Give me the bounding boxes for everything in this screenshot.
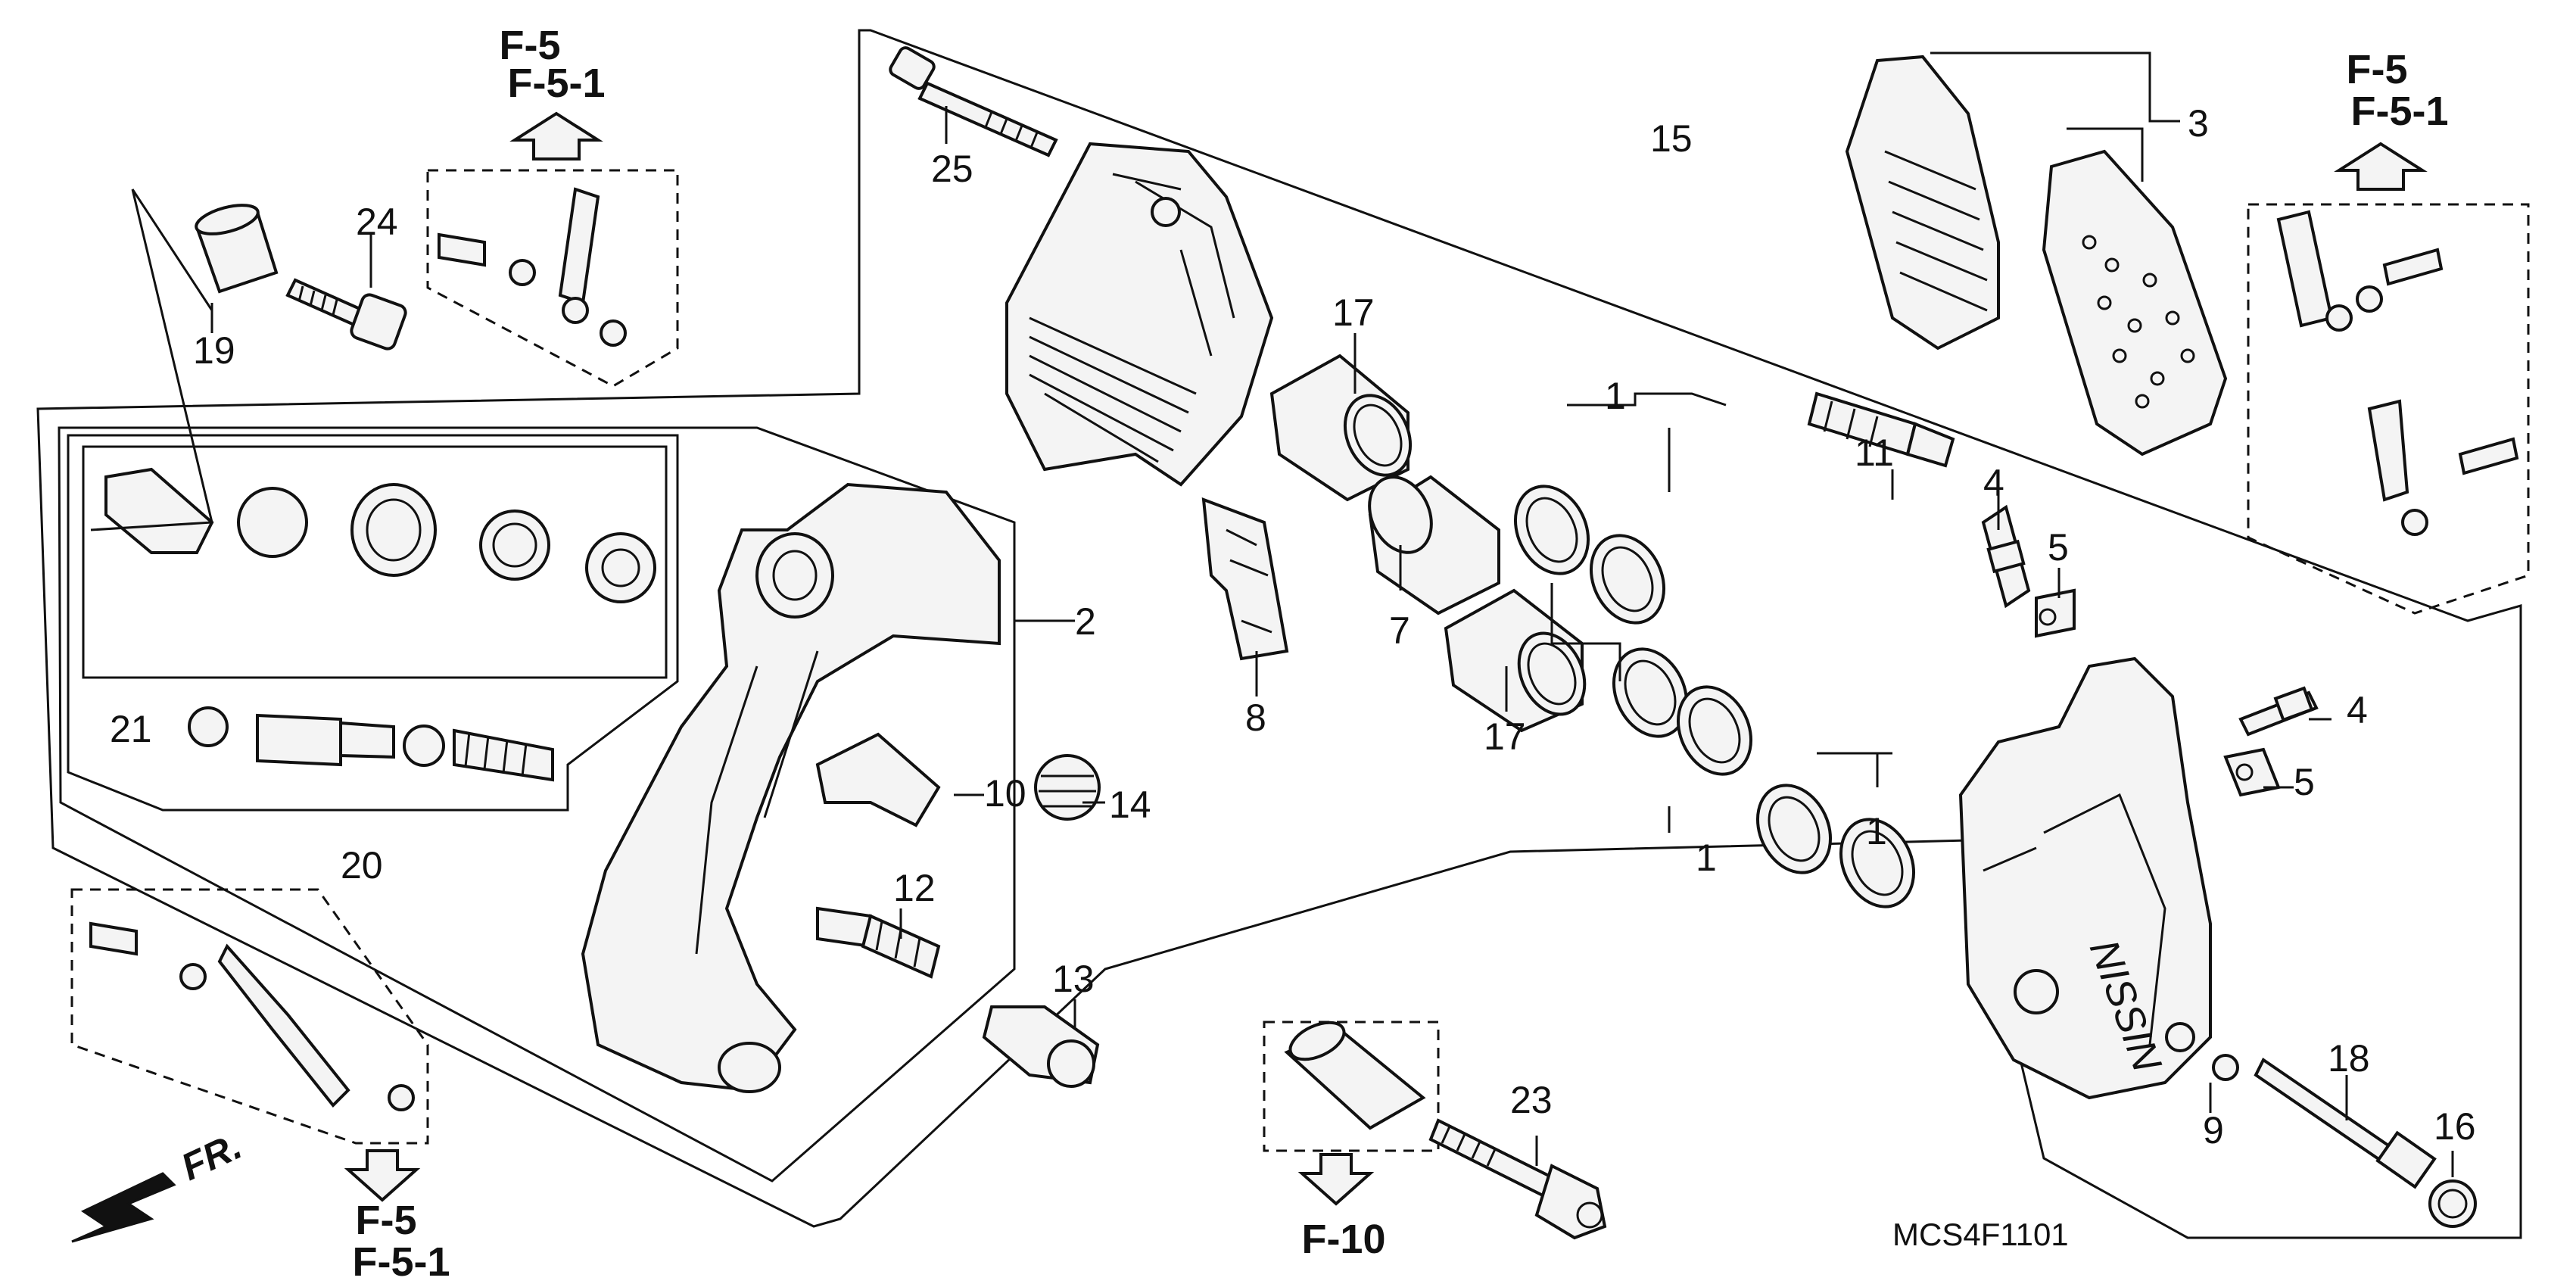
- callout-19: 19: [193, 329, 235, 372]
- part-5-cap-upper: [2035, 588, 2076, 638]
- callout-13: 13: [1052, 958, 1095, 1000]
- part-hose-fitting-bottom-left: [89, 921, 415, 1111]
- part-20-valve-assy: [188, 706, 554, 782]
- ref-top-left-line-2: F-5-1: [507, 61, 605, 106]
- assembly-outline-15: [36, 29, 2522, 1239]
- ref-top-left: F-5 F-5-1: [500, 23, 606, 160]
- callout-17: 17: [1332, 291, 1375, 334]
- callouts: 1 1 1 2 3 4 4 5 5 7 8 9 10 11 12 13 14 1…: [110, 102, 2476, 1151]
- up-arrow-icon: [509, 111, 603, 160]
- callout-21: 21: [110, 708, 152, 750]
- part-caliper-cover: [1005, 142, 1274, 487]
- ref-box-bottom-center: [1263, 1021, 1440, 1152]
- part-19-sleeve: [195, 204, 279, 294]
- part-caliper-body: NISSIN: [1958, 656, 2212, 1100]
- down-arrow-icon: [344, 1149, 421, 1202]
- part-hose-fitting-top-left: [438, 187, 627, 347]
- ref-top-right-line-1: F-5: [2347, 47, 2408, 92]
- part-4-bleeder-right: [2238, 686, 2319, 737]
- callout-20: 20: [341, 844, 383, 887]
- ref-bottom-left-line-2: F-5-1: [352, 1239, 450, 1285]
- callout-7: 7: [1389, 609, 1410, 652]
- callout-9: 9: [2203, 1109, 2224, 1151]
- part-hose-fitting-top-right: [2276, 210, 2519, 536]
- part-16-plug: [2428, 1179, 2477, 1228]
- ref-bottom-center: F-10: [1297, 1153, 1386, 1262]
- assembly-outline-2: [58, 426, 1016, 1183]
- ref-box-top-right: [2247, 203, 2530, 615]
- part-23-bolt: [1428, 1118, 1607, 1240]
- ref-top-left-line-1: F-5: [500, 23, 561, 68]
- ref-top-right-line-2: F-5-1: [2350, 89, 2448, 134]
- callout-8: 8: [1245, 696, 1266, 739]
- callout-4: 4: [1983, 462, 2004, 504]
- callout-11: 11: [1855, 432, 1894, 474]
- part-21-piston-assy: [104, 467, 656, 603]
- part-14-boot: [1034, 754, 1101, 821]
- callout-2: 2: [1075, 600, 1096, 643]
- callout-5: 5: [2294, 761, 2315, 803]
- part-4-bleeder-upper: [1981, 504, 2031, 609]
- part-13-pin: [982, 1005, 1100, 1088]
- diagram-code: MCS4F1101: [1892, 1217, 2069, 1252]
- callout-14: 14: [1109, 784, 1151, 826]
- part-17-piston-upper: [1269, 354, 1413, 502]
- ref-top-right: F-5 F-5-1: [2334, 47, 2449, 191]
- part-8-clip: [1201, 497, 1289, 661]
- part-7-piston: [1368, 475, 1500, 615]
- callout-1: 1: [1605, 375, 1626, 417]
- callout-12: 12: [893, 867, 936, 909]
- callout-25: 25: [931, 148, 973, 190]
- ref-box-bottom-left: [70, 888, 429, 1145]
- ref-bottom-left: F-5 F-5-1: [344, 1149, 450, 1285]
- part-1-seal-set: [1513, 485, 1916, 908]
- callout-1: 1: [1696, 837, 1717, 879]
- ref-bottom-left-line-1: F-5: [356, 1198, 417, 1243]
- up-arrow-icon: [2334, 142, 2428, 191]
- down-arrow-icon: [1297, 1153, 1375, 1206]
- ref-box-top-left: [426, 169, 679, 388]
- part-17-piston-lower: [1444, 588, 1587, 733]
- subassembly-outline-20: [67, 434, 679, 812]
- part-11-pin: [1807, 391, 1955, 468]
- part-12-pin: [816, 906, 941, 979]
- part-25-bolt: [889, 46, 1058, 157]
- callout-23: 23: [1510, 1079, 1553, 1121]
- part-sleeve-bottom-center: [1284, 1021, 1426, 1130]
- ref-bottom-center-line-1: F-10: [1301, 1217, 1385, 1262]
- callout-15: 15: [1650, 117, 1693, 160]
- callout-10: 10: [984, 772, 1026, 815]
- front-arrow-icon: [71, 1172, 176, 1243]
- callout-1: 1: [1866, 810, 1887, 852]
- part-3-brake-pads: [1845, 55, 2228, 457]
- front-label: FR.: [175, 1124, 248, 1189]
- part-10-clip: [815, 732, 941, 827]
- callout-18: 18: [2328, 1037, 2370, 1080]
- part-2-bracket: [581, 482, 1001, 1093]
- part-24-bolt: [285, 278, 407, 351]
- front-indicator: FR.: [71, 1124, 248, 1243]
- leader-lines: [90, 51, 2454, 1177]
- callout-17: 17: [1484, 715, 1526, 758]
- part-18-pin: [2254, 1058, 2437, 1189]
- callout-16: 16: [2434, 1105, 2476, 1148]
- part-9-washer: [2212, 1054, 2239, 1081]
- callout-3: 3: [2188, 102, 2209, 145]
- callout-5: 5: [2048, 526, 2069, 569]
- callout-24: 24: [356, 201, 398, 243]
- subassembly-outline-21: [82, 445, 668, 679]
- callout-4: 4: [2347, 689, 2368, 731]
